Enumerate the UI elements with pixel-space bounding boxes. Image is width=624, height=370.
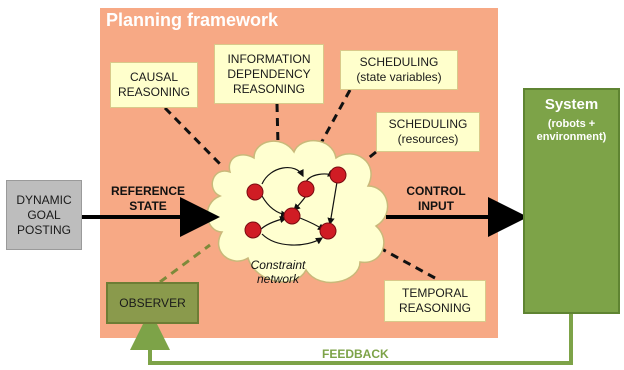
frame-title: Planning framework (106, 10, 279, 30)
connector-causal (163, 106, 224, 168)
node-4 (283, 207, 301, 225)
node-3 (329, 166, 347, 184)
system-title: System (544, 96, 599, 113)
network-nodes (244, 166, 347, 240)
constraint-network-label: Constraint network (250, 258, 306, 286)
connector-information (275, 103, 280, 146)
control-input-label: CONTROL INPUT (406, 184, 466, 213)
connector-temporal (379, 246, 436, 280)
node-6 (319, 222, 337, 240)
observer-connector (159, 243, 211, 284)
node-1 (246, 183, 264, 201)
temporal-reasoning-box: TEMPORAL REASONING (384, 280, 486, 322)
scheduling-resources-box: SCHEDULING (resources) (376, 112, 480, 152)
scheduling-state-variables-box: SCHEDULING (state variables) (340, 50, 458, 90)
information-dependency-box: INFORMATION DEPENDENCY REASONING (214, 44, 324, 104)
node-5 (244, 221, 262, 239)
node-2 (297, 180, 315, 198)
reference-state-label: REFERENCE STATE (110, 184, 185, 213)
system-subtitle: (robots + environment) (536, 118, 607, 143)
dynamic-goal-posting-box: DYNAMIC GOAL POSTING (6, 180, 82, 250)
system-panel (523, 88, 620, 314)
feedback-label: FEEDBACK (322, 347, 389, 361)
feedback-loop (130, 310, 573, 365)
causal-reasoning-box: CAUSAL REASONING (110, 62, 198, 108)
observer-box: OBSERVER (106, 282, 199, 324)
connector-sched-state (318, 89, 352, 146)
